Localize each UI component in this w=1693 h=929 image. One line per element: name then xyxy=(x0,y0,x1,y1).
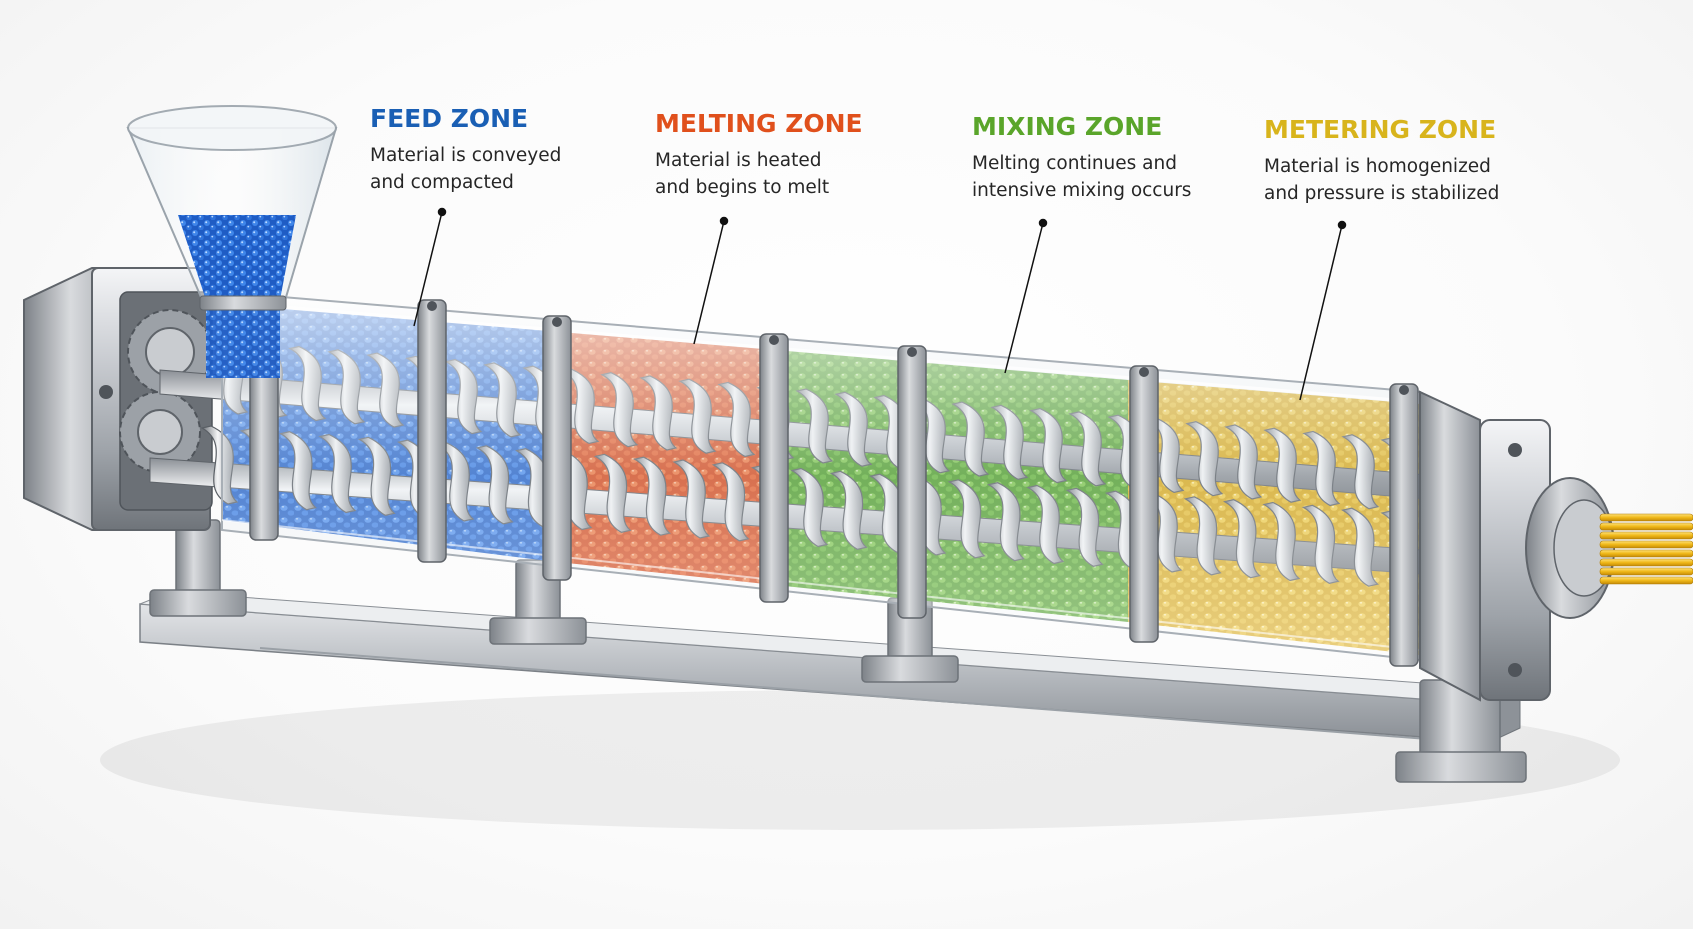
feed-zone-label: FEED ZONE Material is conveyed and compa… xyxy=(370,104,561,196)
leader-line-melting xyxy=(693,220,725,345)
output-strand xyxy=(1599,567,1693,576)
melting-zone-label: MELTING ZONE Material is heated and begi… xyxy=(655,109,863,201)
barrel-glass xyxy=(221,290,1421,662)
output-strand xyxy=(1599,540,1693,549)
feed-zone-title: FEED ZONE xyxy=(370,104,529,133)
output-strand xyxy=(1599,549,1693,558)
metering-zone-desc-line1: Material is homogenized xyxy=(1264,156,1491,177)
feed-zone-desc-line1: Material is conveyed xyxy=(370,145,562,166)
output-strand xyxy=(1599,531,1693,540)
leader-line-mixing xyxy=(1004,222,1044,374)
mixing-zone-title: MIXING ZONE xyxy=(972,112,1163,141)
output-strand xyxy=(1599,576,1693,585)
feed-zone-desc-line2: and compacted xyxy=(370,172,514,193)
melting-zone-desc-line1: Material is heated xyxy=(655,150,822,171)
output-strand xyxy=(1599,513,1693,522)
die-icon xyxy=(1419,390,1615,702)
mixing-zone-label: MIXING ZONE Melting continues and intens… xyxy=(972,112,1191,204)
mixing-zone-desc-line1: Melting continues and xyxy=(972,153,1177,174)
metering-zone-desc-line2: and pressure is stabilized xyxy=(1264,183,1500,204)
metering-zone-title: METERING ZONE xyxy=(1264,115,1497,144)
output-strand xyxy=(1599,522,1693,531)
melting-zone-desc-line2: and begins to melt xyxy=(655,177,830,198)
output-strand xyxy=(1599,558,1693,567)
metering-zone-label: METERING ZONE Material is homogenized an… xyxy=(1264,115,1499,207)
hopper-icon xyxy=(126,105,338,378)
leader-line-metering xyxy=(1299,224,1343,401)
leader-lines xyxy=(413,207,1347,401)
melting-zone-title: MELTING ZONE xyxy=(655,109,863,138)
mixing-zone-desc-line2: intensive mixing occurs xyxy=(972,180,1192,201)
leader-line-feed xyxy=(413,211,443,327)
output-strands xyxy=(1599,513,1693,585)
gearbox xyxy=(23,267,213,531)
